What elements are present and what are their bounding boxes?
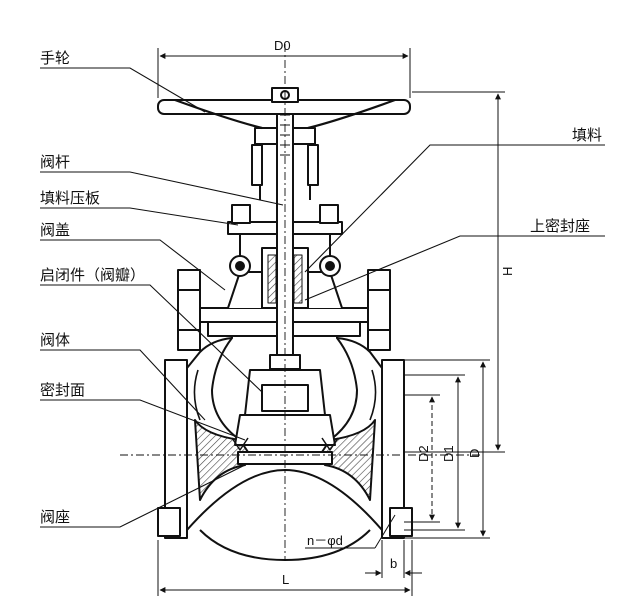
center-lines: [120, 44, 480, 560]
label-disc: 启闭件（阀瓣）: [40, 266, 145, 284]
label-seat: 阀座: [40, 508, 70, 526]
valve-outline: [157, 87, 413, 561]
label-packing: 填料: [572, 126, 602, 144]
label-stem: 阀杆: [40, 153, 70, 171]
label-body: 阀体: [40, 331, 70, 349]
label-bonnet: 阀盖: [40, 221, 70, 239]
dim-d1: D1: [441, 445, 456, 462]
label-sealing-face: 密封面: [40, 381, 85, 399]
dim-d: D: [467, 449, 482, 458]
dim-l: L: [282, 572, 289, 587]
label-upper-seat: 上密封座: [530, 217, 590, 235]
leader-lines: [40, 67, 605, 528]
dim-d2: D2: [416, 445, 431, 462]
part-labels: 手轮 阀杆 填料压板 阀盖 启闭件（阀瓣） 阀体 密封面 阀座 填料 上密封座: [40, 49, 602, 526]
dim-holes: n－φd: [307, 533, 343, 548]
dimension-lines: [157, 48, 505, 596]
dim-b: b: [390, 556, 397, 571]
label-handwheel: 手轮: [40, 49, 70, 67]
dim-d0: D0: [274, 38, 291, 53]
label-gland-plate: 填料压板: [40, 189, 100, 207]
dimension-labels: D0 H D2 D1 D L b n－φd: [274, 38, 515, 587]
dim-h: H: [500, 267, 515, 276]
